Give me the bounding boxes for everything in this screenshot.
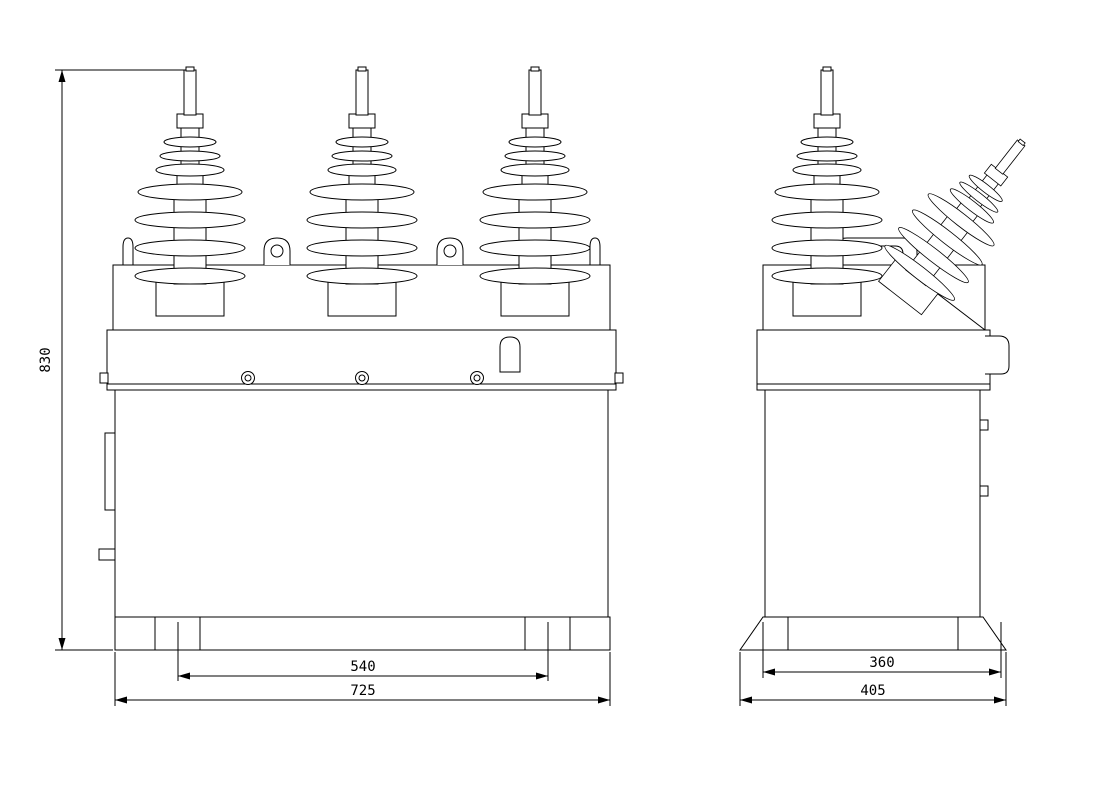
flange-left-nub	[99, 372, 109, 384]
side-tab-lower	[979, 485, 989, 497]
side-tab	[98, 548, 116, 561]
side-view	[739, 66, 1058, 651]
left-lug-plate	[263, 237, 291, 265]
dim-side-overall-width: 405	[739, 652, 1007, 706]
dim-label-725: 725	[350, 683, 375, 699]
left-lifting-hook	[122, 237, 134, 265]
flange-right-nub	[614, 372, 624, 384]
side-tank-body	[764, 389, 981, 618]
side-vertical-bushing	[771, 66, 883, 317]
side-bracket	[985, 335, 1010, 375]
right-lifting-hook	[589, 237, 601, 265]
bushing-phase-b	[306, 66, 418, 317]
side-base	[739, 616, 1007, 651]
dim-label-360: 360	[869, 655, 894, 671]
dimension-annotations: 830 540 725 360	[38, 69, 1007, 706]
dim-side-foot-span: 360	[762, 622, 1002, 678]
right-lug-hole	[443, 244, 457, 258]
dim-overall-height: 830	[38, 69, 184, 651]
dim-label-405: 405	[860, 683, 885, 699]
dim-front-foot-span: 540	[177, 622, 549, 681]
left-lug-hole	[270, 244, 284, 258]
bushing-phase-a	[134, 66, 246, 317]
front-tank-body	[114, 389, 609, 618]
side-flange-band	[756, 329, 991, 391]
right-lug-plate	[436, 237, 464, 265]
bushing-phase-c	[479, 66, 591, 317]
flange-bolts	[241, 371, 484, 385]
side-tab-upper	[979, 419, 989, 431]
dim-front-overall-width: 725	[114, 652, 611, 706]
front-view	[98, 66, 624, 651]
dim-label-830: 830	[38, 347, 54, 372]
keyhole-slot	[499, 336, 521, 373]
dim-label-540: 540	[350, 659, 375, 675]
side-plate	[104, 432, 116, 511]
